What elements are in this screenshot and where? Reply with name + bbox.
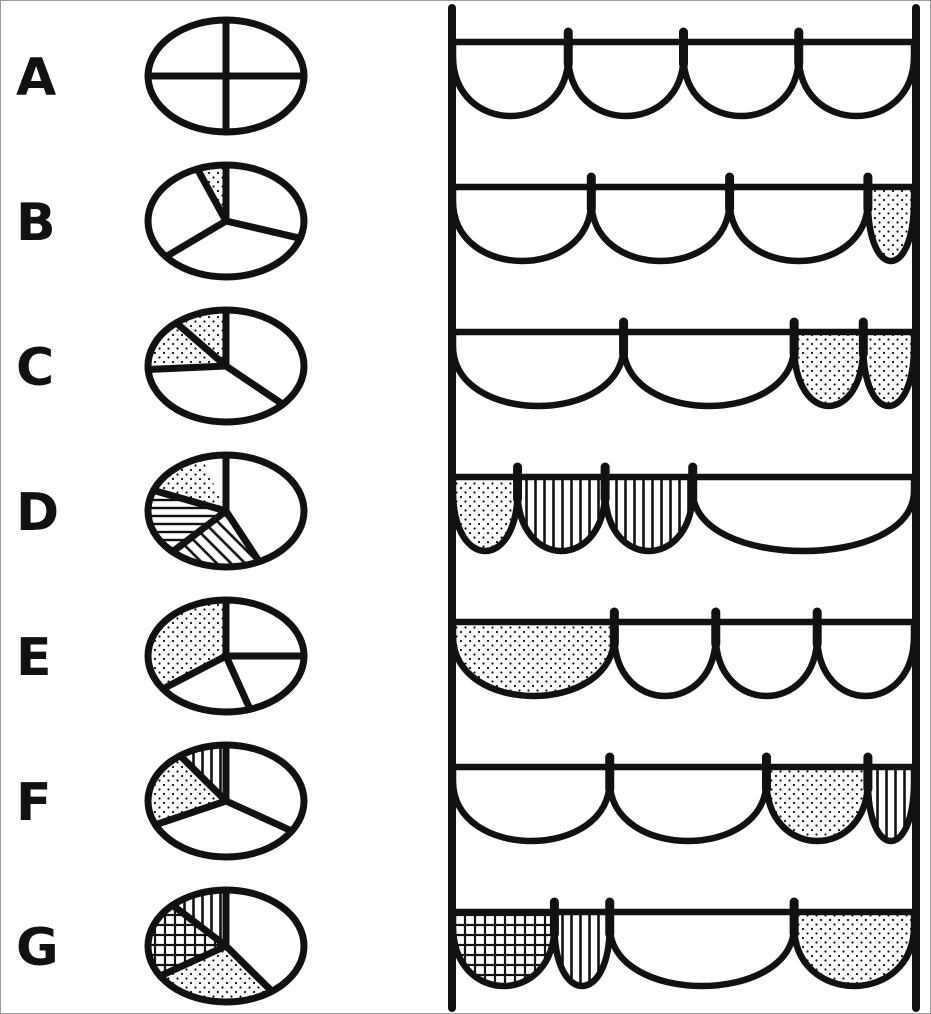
row-label: E [16,628,52,688]
bowl-plain [453,42,568,116]
bowl-dots [868,187,914,261]
bowl-plain [610,912,794,986]
pie-chart [148,745,304,857]
bowl-dots [766,767,867,841]
row-label: A [16,48,56,108]
bowl-plain [591,187,729,261]
bowl-tray [453,322,914,406]
bowl-dots [794,912,914,986]
bowl-plain [730,187,868,261]
bowl-plain [614,622,715,696]
pie-chart [148,20,304,132]
pie-chart [148,310,304,422]
pie-divider [148,366,226,370]
bowl-plain [453,767,610,841]
bowl-dots [863,332,914,406]
row-b: B [16,165,914,277]
bowl-plain [817,622,914,696]
row-f: F [16,745,914,857]
bowl-plain [684,42,799,116]
bowl-dots [794,332,863,406]
pie-chart [148,455,304,567]
bowl-tray [453,612,914,696]
bowl-tray [453,32,914,116]
bowl-plain [624,332,795,406]
row-e: E [16,600,914,712]
row-a: A [16,20,914,132]
bowl-vlines [605,477,693,551]
bowl-dots [453,477,518,551]
row-label: C [16,338,54,398]
bowl-plain [716,622,817,696]
bowl-tray [453,467,914,551]
bowl-plain [610,767,767,841]
row-label: G [16,918,59,978]
bowl-grid [453,912,554,986]
pie-chart [148,165,304,277]
bowl-vlines [518,477,606,551]
bowl-plain [453,332,624,406]
row-c: C [16,310,914,422]
bowl-plain [799,42,914,116]
rows-layer: A B C D E F G [16,20,914,1002]
bowl-plain [693,477,914,551]
bowl-tray [453,757,914,841]
bowl-plain [568,42,683,116]
row-g: G [16,890,914,1002]
bowl-tray [453,177,914,261]
bowl-vlines [868,767,914,841]
bowl-tray [453,902,914,986]
row-label: B [16,193,56,253]
row-d: D [16,455,914,567]
bowl-dots [453,622,614,696]
pie-chart [148,600,304,712]
bowl-plain [453,187,591,261]
row-label: D [16,483,59,543]
row-label: F [16,773,52,833]
bowl-vlines [554,912,609,986]
pie-chart [148,890,304,1002]
